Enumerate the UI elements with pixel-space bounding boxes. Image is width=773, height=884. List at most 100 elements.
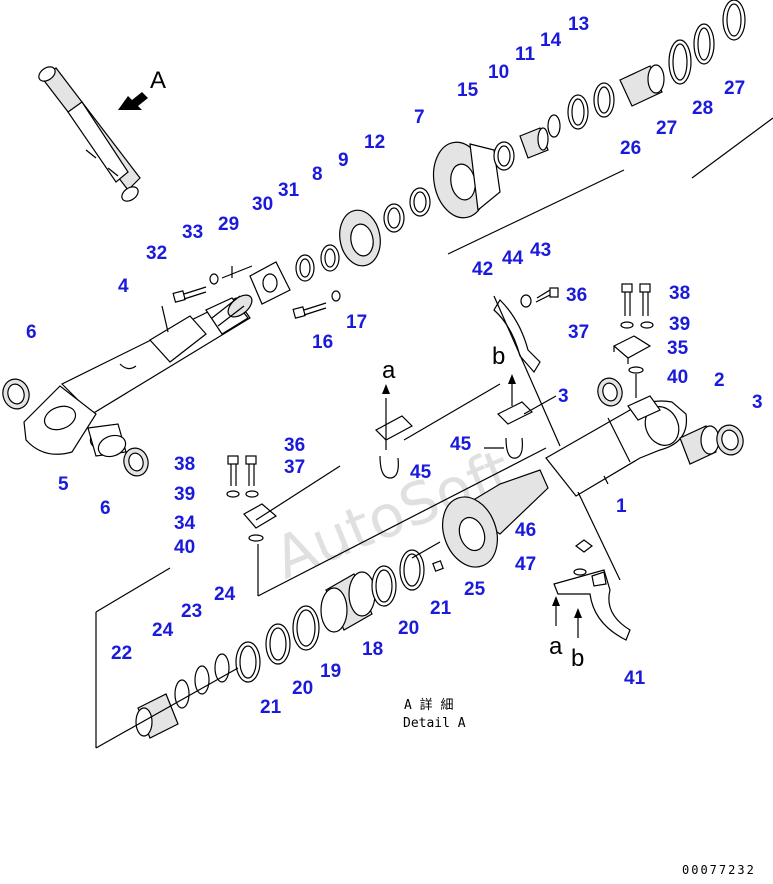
- bolts-38-mid: [227, 455, 257, 486]
- callout-12: 12: [364, 132, 385, 153]
- callout-25: 25: [464, 579, 486, 600]
- callout-34: 34: [174, 513, 196, 534]
- ring-28: [693, 23, 715, 65]
- seal-3-right: [716, 424, 744, 456]
- callout-19: 19: [320, 661, 341, 682]
- flange-29: [221, 261, 291, 305]
- callout-21-lower: 21: [260, 697, 282, 718]
- cylinder-tube-1: [545, 395, 688, 497]
- clamp-b-group: [496, 401, 534, 459]
- washer-39-upper: [640, 321, 654, 329]
- washer-39-mid: [226, 490, 240, 498]
- bolt-43: [535, 287, 559, 303]
- view-arrow-icon: [118, 92, 148, 110]
- callout-3-right: 3: [752, 392, 763, 413]
- cylinder-head-7: [432, 141, 501, 219]
- arrow-a-upper-icon: [382, 384, 390, 394]
- callout-20-upper: 20: [398, 618, 419, 639]
- callout-23: 23: [181, 601, 202, 622]
- ring-20-upper: [371, 565, 397, 607]
- flange-8: [339, 209, 381, 267]
- callout-40-left: 40: [174, 537, 195, 558]
- callout-29: 29: [218, 214, 239, 235]
- seal-3-mid: [597, 377, 623, 407]
- callout-22: 22: [111, 643, 132, 664]
- callout-7: 7: [414, 107, 425, 128]
- sub-label-b-upper: b: [492, 343, 505, 370]
- callout-21-upper: 21: [430, 598, 452, 619]
- callout-39-left: 39: [174, 484, 195, 505]
- callout-40-right: 40: [667, 367, 688, 388]
- callout-20-lower: 20: [292, 678, 313, 699]
- callout-38-left: 38: [174, 454, 195, 475]
- piston-18: [320, 571, 376, 633]
- callout-6-top: 6: [26, 322, 37, 343]
- callout-17: 17: [346, 312, 367, 333]
- sub-label-b-lower: b: [571, 645, 584, 672]
- cylinder-overview: [38, 66, 141, 202]
- callout-37-right: 37: [568, 322, 589, 343]
- bushing-5: [87, 423, 127, 458]
- block-35: [612, 335, 652, 364]
- view-label-A: A: [150, 67, 166, 94]
- washer-37-mid: [245, 490, 259, 498]
- ring-31: [320, 244, 340, 272]
- callout-6-bottom: 6: [100, 498, 111, 519]
- leader-lines: [95, 169, 625, 749]
- callout-39-right: 39: [669, 314, 690, 335]
- ring-15: [493, 141, 515, 171]
- callout-32: 32: [146, 243, 167, 264]
- detail-caption-jp: A 詳 細: [404, 697, 453, 713]
- callout-1: 1: [616, 496, 627, 517]
- callout-33: 33: [182, 222, 203, 243]
- bolts-38-upper: [621, 283, 651, 316]
- bushing-26: [619, 64, 665, 107]
- plate-40-mid: [248, 534, 264, 542]
- callout-35: 35: [667, 338, 689, 359]
- screw-25: [432, 560, 444, 572]
- callout-43: 43: [530, 240, 551, 261]
- washer-37-upper: [620, 321, 634, 329]
- ring-30: [295, 254, 315, 282]
- ring-27-right: [722, 0, 746, 41]
- sub-label-a-lower: a: [549, 633, 563, 660]
- bolt-16: [292, 302, 327, 319]
- ring-21-lower: [235, 641, 261, 683]
- ring-14: [567, 94, 589, 130]
- callout-11: 11: [515, 44, 536, 65]
- callout-26: 26: [620, 138, 641, 159]
- clamp-42: [493, 299, 541, 374]
- callout-27-left: 27: [656, 118, 677, 139]
- arrow-a-lower-icon: [552, 596, 560, 626]
- callout-36-right: 36: [566, 285, 587, 306]
- ring-22: [135, 693, 179, 739]
- callout-18: 18: [362, 639, 383, 660]
- callout-14: 14: [540, 30, 562, 51]
- ring-19: [292, 605, 320, 651]
- ring-24-upper: [214, 653, 230, 683]
- bushing-2: [679, 425, 720, 465]
- washer-47: [573, 568, 587, 576]
- piston-body: [442, 469, 549, 568]
- bolt-32: [172, 286, 207, 303]
- bracket-41: [553, 569, 631, 641]
- callout-28: 28: [692, 98, 713, 119]
- callout-4: 4: [118, 276, 129, 297]
- ring-12: [409, 187, 431, 217]
- detail-caption-en: Detail A: [403, 716, 466, 731]
- ring-24-lower: [174, 679, 190, 709]
- callout-30: 30: [252, 194, 273, 215]
- callout-13: 13: [568, 14, 589, 35]
- callout-15: 15: [457, 80, 479, 101]
- bushing-10: [519, 127, 549, 159]
- seal-6-bottom: [123, 447, 149, 477]
- washer-17: [331, 290, 341, 302]
- rod-end-eye: [23, 385, 97, 455]
- plate-40-upper: [628, 366, 644, 374]
- callout-45-right: 45: [450, 434, 472, 455]
- callout-5: 5: [58, 474, 69, 495]
- seal-6-left: [2, 378, 30, 410]
- ring-27-left: [668, 39, 692, 85]
- ring-13: [593, 82, 615, 118]
